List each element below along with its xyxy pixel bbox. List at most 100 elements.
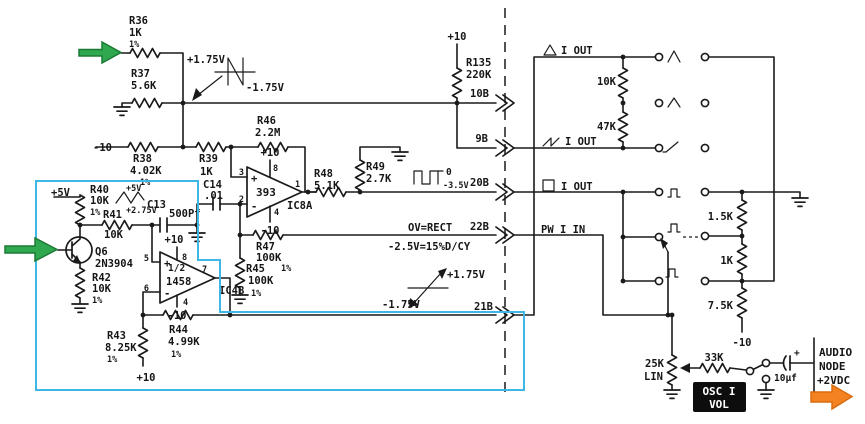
triangle-out-label: I OUT bbox=[561, 45, 593, 57]
ic4b-pin7: 7 bbox=[202, 265, 207, 275]
r41-ref: R41 bbox=[103, 209, 122, 221]
ladder-7k5-label: 7.5K bbox=[708, 300, 734, 312]
audio-node-line3: +2VDC bbox=[817, 374, 850, 387]
r40-ref: R40 bbox=[90, 184, 109, 196]
audio-node-line1: AUDIO bbox=[819, 346, 852, 359]
switch-wiper-arrow bbox=[660, 238, 668, 249]
tri-neg-level: -1.75V bbox=[246, 82, 285, 94]
ground-pot bbox=[663, 389, 681, 400]
r43-tol: 1% bbox=[107, 355, 118, 365]
ladder-1k-label: 1K bbox=[720, 255, 733, 267]
square-out-label: I OUT bbox=[561, 181, 593, 193]
ground-r42 bbox=[71, 303, 89, 314]
transistor-q6: Q6 2N3904 bbox=[65, 236, 133, 270]
osc-vol-line2: VOL bbox=[709, 398, 729, 411]
square-out-icon bbox=[542, 179, 555, 192]
r44-tol: 1% bbox=[171, 350, 182, 360]
cap-10uf-polarity: + bbox=[794, 348, 800, 359]
board-connectors: 10B 9B 20B 22B 21B bbox=[470, 88, 515, 324]
connector-20b-label: 20B bbox=[470, 177, 489, 189]
r40-tol: 1% bbox=[90, 208, 101, 218]
square-waveform-icon bbox=[413, 170, 444, 185]
small-tri-level: +5V bbox=[126, 184, 141, 194]
ramp-pos-level: +1.75V bbox=[447, 269, 486, 281]
triangle-wave-icon bbox=[667, 50, 681, 63]
ramp-arrowhead-up bbox=[438, 268, 447, 279]
capacitor-c13 bbox=[159, 217, 168, 233]
ic4b-part: 1458 bbox=[166, 276, 191, 288]
r40-supply: +5V bbox=[51, 187, 71, 199]
r48-val: 5.1K bbox=[314, 180, 340, 192]
r39-val: 1K bbox=[200, 166, 213, 178]
audio-node-callout: AUDIO NODE +2VDC bbox=[817, 346, 852, 387]
c14-ref: C14 bbox=[203, 179, 222, 191]
ground-ladder bbox=[791, 197, 809, 208]
r36-tol: 1% bbox=[129, 40, 140, 50]
ic4b-pin6: 6 bbox=[144, 284, 149, 294]
ic8a-comparator: 3 + 2 - 393 8 4 1 IC8A +10 -10 bbox=[239, 147, 313, 237]
resistor-r37 bbox=[131, 97, 163, 109]
resistor-r39 bbox=[195, 141, 227, 153]
ramp-arrowhead-down bbox=[409, 298, 419, 307]
green-arrow-annotation-top bbox=[78, 40, 123, 65]
ic4b-name: IC4B bbox=[219, 285, 244, 297]
r43-ref: R43 bbox=[107, 330, 126, 342]
ic4b-opamp: 5 + 6 - 1/2 1458 8 4 7 IC4B +10 -10 bbox=[144, 234, 244, 322]
ground-r49 bbox=[391, 151, 409, 162]
q6-ref: Q6 bbox=[95, 246, 108, 258]
ground-output-switch bbox=[757, 389, 775, 400]
resistor-33k bbox=[699, 362, 731, 374]
pot-taper: LIN bbox=[644, 371, 663, 383]
ic8a-name: IC8A bbox=[287, 200, 313, 212]
r45-tol: 1% bbox=[251, 289, 262, 299]
resistor-r40 bbox=[74, 194, 86, 226]
pulse-wave-icon bbox=[667, 223, 681, 233]
duty-label: -2.5V=15%D/CY bbox=[388, 241, 471, 253]
connector-9b-label: 9B bbox=[475, 133, 488, 145]
ic4b-vee: -10 bbox=[168, 310, 187, 322]
waveform-annotations: +1.75V -1.75V +5V +2.75V 0 -3.5V +1.75V … bbox=[115, 54, 486, 311]
resistor-10k-divider bbox=[617, 67, 629, 99]
ic4b-half: 1/2 bbox=[168, 263, 185, 274]
component-labels: R36 1K 1% R37 5.6K -10 R38 4.02K 1% R39 … bbox=[51, 15, 800, 384]
rect-level-label: OV=RECT bbox=[408, 222, 452, 234]
r49-val: 2.7K bbox=[366, 173, 392, 185]
square-low-level: -3.5V bbox=[443, 181, 469, 191]
ic8a-vee: -10 bbox=[261, 225, 280, 237]
small-tri-base: +2.75V bbox=[126, 206, 157, 216]
r44-ref: R44 bbox=[169, 324, 188, 336]
c14-val: .01 bbox=[204, 190, 223, 202]
r135-val: 220K bbox=[466, 69, 492, 81]
resistor-r49 bbox=[354, 159, 366, 191]
pulse-wave-icon bbox=[667, 188, 681, 198]
ic8a-pin2: 2 bbox=[239, 195, 244, 205]
r45-ref: R45 bbox=[246, 263, 265, 275]
r45-val: 100K bbox=[248, 275, 274, 287]
cap-10uf-label: 10µf bbox=[774, 373, 797, 384]
r49-ref: R49 bbox=[366, 161, 385, 173]
r46-val: 2.2M bbox=[255, 127, 280, 139]
resistor-r43 bbox=[137, 327, 149, 359]
ic8a-pin8: 8 bbox=[273, 164, 278, 174]
capacitor-c14 bbox=[212, 196, 221, 211]
r41-val: 10K bbox=[104, 229, 124, 241]
c13-val: 500Pf bbox=[169, 208, 201, 220]
connector-22b-label: 22B bbox=[470, 221, 489, 233]
r40-val: 10K bbox=[90, 195, 110, 207]
ic8a-plus: + bbox=[251, 173, 257, 185]
audio-node-line2: NODE bbox=[819, 360, 846, 373]
r135-supply: +10 bbox=[448, 31, 467, 43]
divider-10k-label: 10K bbox=[597, 76, 617, 88]
blue-highlight-outline bbox=[35, 180, 525, 391]
c13-ref: C13 bbox=[147, 199, 166, 211]
tri-pos-level: +1.75V bbox=[187, 54, 226, 66]
divider-47k-label: 47K bbox=[597, 121, 617, 133]
resistor-r45 bbox=[234, 257, 246, 289]
r37-ref: R37 bbox=[131, 68, 150, 80]
r47-val: 100K bbox=[256, 252, 282, 264]
ladder-supply: -10 bbox=[733, 337, 752, 349]
orange-arrow-annotation bbox=[810, 383, 854, 411]
r42-val: 10K bbox=[92, 283, 112, 295]
